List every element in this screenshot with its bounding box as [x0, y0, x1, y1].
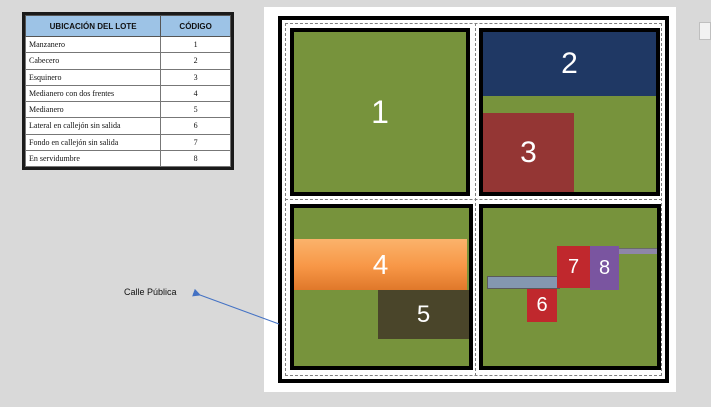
legend-row-name: Fondo en callejón sin salida — [24, 133, 162, 151]
lot-5: 5 — [378, 290, 469, 339]
legend-row-name: Lateral en callejón sin salida — [24, 117, 162, 135]
lot-6: 6 — [527, 289, 557, 322]
block-quadrant-3: 4 5 — [290, 204, 473, 370]
lot-2: 2 — [483, 32, 656, 96]
legend-row-name: En servidumbre — [24, 149, 162, 168]
lot-3: 3 — [483, 113, 574, 192]
legend-row-name: Medianero con dos frentes — [24, 84, 162, 103]
street-label: Calle Pública — [124, 287, 177, 297]
legend-row-code: 1 — [160, 35, 231, 54]
block-quadrant-4: 6 7 8 — [479, 204, 661, 370]
legend-row-name: Medianero — [24, 100, 162, 119]
easement-passage — [619, 248, 657, 254]
block-outline — [278, 16, 669, 383]
legend-header-row: UBICACIÓN DEL LOTE CÓDIGO — [24, 15, 231, 37]
legend-header-location: UBICACIÓN DEL LOTE — [24, 15, 162, 37]
legend-row-code: 4 — [160, 84, 231, 103]
block-quadrant-2: 2 3 — [479, 28, 660, 196]
legend-row-code: 2 — [160, 52, 231, 70]
legend-row-code: 3 — [160, 68, 231, 86]
lot-8: 8 — [590, 246, 619, 290]
legend-header-code: CÓDIGO — [160, 15, 231, 37]
legend-row-name: Cabecero — [24, 52, 162, 70]
legend-row-name: Manzanero — [24, 35, 162, 54]
legend-row-code: 6 — [160, 117, 231, 135]
lot-7: 7 — [557, 246, 590, 288]
lot-1: 1 — [371, 93, 389, 130]
lot-4: 4 — [294, 239, 467, 290]
legend-row-name: Esquinero — [24, 68, 162, 86]
legend-row-code: 7 — [160, 133, 231, 151]
alley-passage — [487, 276, 560, 289]
block-quadrant-1: 1 — [290, 28, 470, 196]
legend-row-code: 8 — [160, 149, 231, 168]
edge-marker — [699, 22, 711, 40]
legend-row-code: 5 — [160, 100, 231, 119]
street-dashed-line-horizontal — [285, 199, 662, 200]
